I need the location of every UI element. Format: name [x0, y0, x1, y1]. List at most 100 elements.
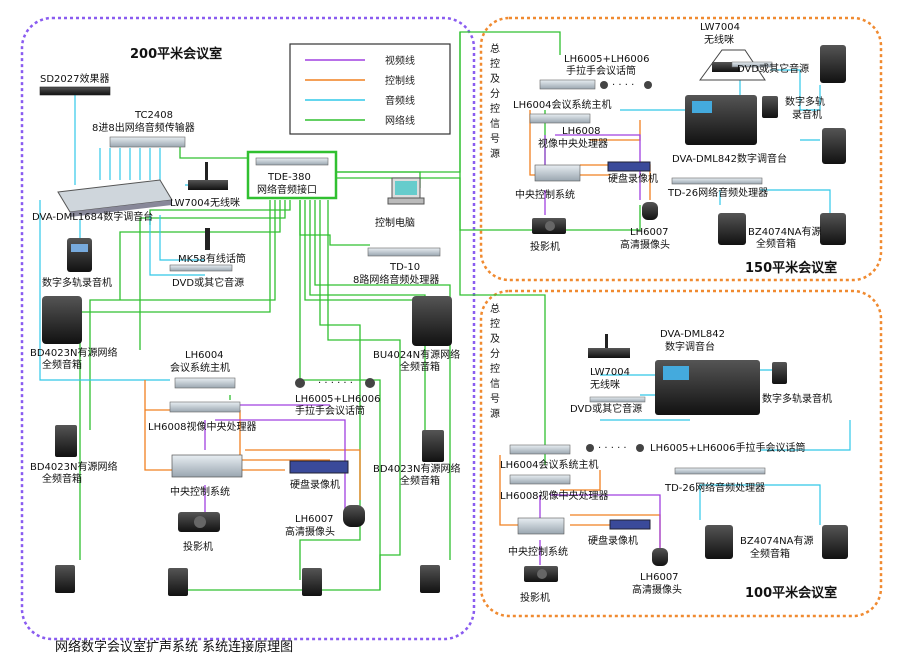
bz4074-100-label2: 全频音箱	[750, 547, 790, 560]
lh6007-100-name: 高清摄像头	[632, 583, 682, 596]
dvd-left-device	[169, 264, 233, 272]
td10-name: 8路网络音频处理器	[353, 273, 439, 286]
speaker-bottom-row-icons	[55, 565, 440, 596]
td26-100-label: TD-26网络音频处理器	[664, 481, 765, 494]
mixer-842-100-name: 数字调音台	[665, 340, 715, 353]
lh6005-150-label2: 手拉手会议话筒	[566, 64, 636, 77]
speaker-bd4023-b-icon	[55, 425, 77, 457]
lh6008-left-label: LH6008视像中央处理器	[148, 420, 257, 433]
camera-150-icon	[642, 202, 658, 220]
recorder-150-label1: 数字多轨	[785, 95, 825, 108]
central-control-100-label: 中央控制系统	[508, 545, 568, 558]
lh6007-left-model: LH6007	[295, 514, 334, 525]
camera-100-icon	[652, 548, 668, 566]
lh6004-150-label: LH6004会议系统主机	[513, 98, 612, 111]
bu4024-label2: 全频音箱	[400, 360, 440, 373]
legend-label: 视频线	[385, 54, 415, 67]
bz4074-150-label2: 全频音箱	[756, 237, 796, 250]
hdd-150-label: 硬盘录像机	[608, 172, 658, 185]
side-label-char: 控	[490, 102, 500, 115]
lw7004-100-name: 无线咪	[590, 378, 620, 391]
tde380-name: 网络音频接口	[257, 183, 317, 196]
lh6004-100-label: LH6004会议系统主机	[500, 458, 599, 471]
room-100-title: 100平米会议室	[745, 585, 837, 601]
lh6007-150-name: 高清摄像头	[620, 238, 670, 251]
hdd-100-label: 硬盘录像机	[588, 534, 638, 547]
lh6008-150-name: 视像中央处理器	[538, 137, 608, 150]
hdd-left-label: 硬盘录像机	[290, 478, 340, 491]
lh6004-left-name: 会议系统主机	[170, 361, 230, 374]
lh6008-100-device	[509, 474, 571, 485]
svg-text:· · · ·: · · · ·	[612, 80, 634, 91]
legend-box	[289, 43, 451, 135]
td26-150-label: TD-26网络音频处理器	[667, 186, 768, 199]
bd4023-b-label1: BD4023N有源网络	[30, 460, 118, 473]
lh6004-100-device	[509, 444, 571, 455]
lh6007-150-model: LH6007	[630, 227, 669, 238]
bd4023-a-label2: 全频音箱	[42, 358, 82, 371]
recorder-150-icon	[762, 96, 778, 118]
tc2408-name: 8进8出网络音频传输器	[92, 121, 195, 134]
lw7004-100-icon	[588, 334, 630, 358]
speaker-bd4023-c-icon	[422, 430, 444, 462]
legend-label: 音频线	[385, 94, 415, 107]
conference-mic-left-icon: · · · · · ·	[295, 378, 375, 389]
recorder-100-label: 数字多轨录音机	[762, 392, 832, 405]
hdd-100-device	[609, 519, 651, 530]
projector-100-label: 投影机	[520, 591, 550, 604]
central-control-left-label: 中央控制系统	[170, 485, 230, 498]
central-control-left-device	[171, 454, 243, 478]
side-label-char: 分	[490, 348, 500, 360]
lh6008-100-label: LH6008视像中央处理器	[500, 489, 609, 502]
conference-mic-150-icon: · · · ·	[600, 80, 652, 91]
lw7004-150-model: LW7004	[700, 22, 740, 33]
lh6008-150-model: LH6008	[562, 126, 601, 137]
sd2027-label: SD2027效果器	[40, 72, 110, 85]
central-control-150-device	[534, 164, 581, 182]
side-label-char: 控	[490, 362, 500, 375]
svg-text:· · · · · ·: · · · · · ·	[318, 378, 353, 389]
dvd-100-label: DVD或其它音源	[570, 402, 642, 415]
speaker-bz4074-150-icons	[718, 213, 846, 245]
projector-100-icon	[524, 566, 558, 582]
speaker-bz4074-100-icons	[705, 525, 848, 559]
bz4074-100-label1: BZ4074NA有源	[740, 534, 813, 547]
lw7004-left-icon	[188, 162, 228, 190]
side-label-char: 总	[490, 302, 500, 315]
lh6008-150-device	[529, 113, 591, 124]
legend-label: 控制线	[385, 74, 415, 87]
side-label-char: 控	[490, 57, 500, 70]
room-200-title: 200平米会议室	[130, 46, 222, 62]
control-pc-icon	[387, 177, 425, 205]
lh6005-left-label2: 手拉手会议话筒	[295, 404, 365, 417]
td26-100-device	[674, 467, 766, 475]
mixer-1684-label: DVA-DML1684数字调音台	[32, 210, 153, 223]
mk58-icon	[205, 228, 210, 250]
svg-text:· · · · ·: · · · · ·	[598, 443, 627, 454]
hdd-150-device	[607, 161, 651, 172]
tc2408-model: TC2408	[134, 110, 173, 121]
lh6005-100-label: LH6005+LH6006手拉手会议话筒	[650, 441, 805, 454]
mixer-842-150-label: DVA-DML842数字调音台	[672, 152, 787, 165]
lh6005-150-label1: LH6005+LH6006	[564, 54, 649, 65]
side-label-char: 及	[490, 333, 500, 345]
recorder-100-icon	[772, 362, 787, 384]
speaker-bd4023-a-icon	[42, 296, 82, 344]
central-control-150-label: 中央控制系统	[515, 188, 575, 201]
mixer-1684-icon	[57, 179, 173, 217]
tde380-device	[255, 157, 329, 166]
lh6007-100-model: LH6007	[640, 572, 679, 583]
camera-left-icon	[343, 505, 365, 527]
lh6004-left-device	[174, 377, 236, 389]
recorder-left-icon	[67, 238, 92, 272]
tc2408-device	[109, 136, 186, 148]
hdd-left-device	[289, 460, 349, 474]
side-label-char: 源	[490, 147, 500, 160]
side-label-char: 分	[490, 88, 500, 100]
td26-150-device	[671, 177, 763, 185]
side-label-char: 及	[490, 73, 500, 85]
side-label-char: 总	[490, 42, 500, 55]
bd4023-b-label2: 全频音箱	[42, 472, 82, 485]
